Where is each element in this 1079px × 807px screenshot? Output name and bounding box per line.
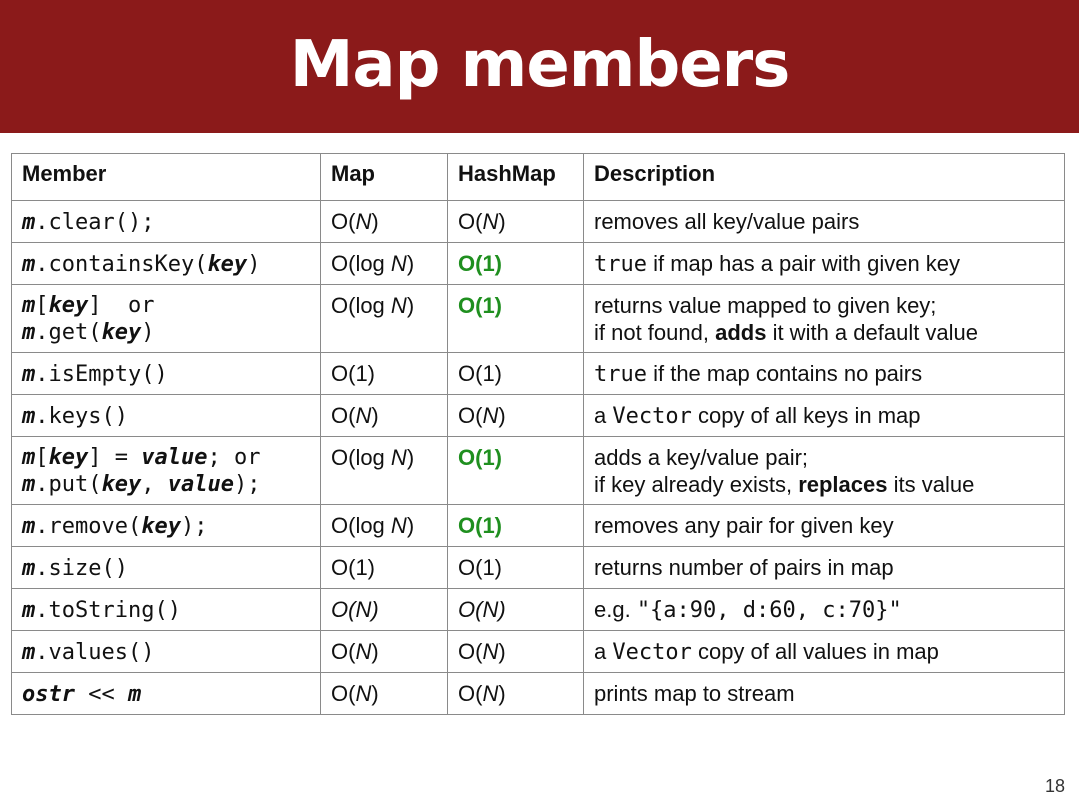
hashmap-complexity: O(1) <box>447 504 584 547</box>
table-row: m.clear(); O(N) O(N) removes all key/val… <box>11 200 1065 243</box>
member-cell: m[key] = value; or m.put(key, value); <box>11 436 321 505</box>
map-complexity: O(log N) <box>320 242 448 285</box>
map-complexity: O(N) <box>320 672 448 715</box>
map-complexity: O(1) <box>320 352 448 395</box>
description-cell: prints map to stream <box>583 672 1065 715</box>
description-cell: returns value mapped to given key; if no… <box>583 284 1065 353</box>
description-cell: e.g. "{a:90, d:60, c:70}" <box>583 588 1065 631</box>
header-hashmap: HashMap <box>447 153 584 201</box>
description-cell: a Vector copy of all values in map <box>583 630 1065 673</box>
member-cell: m.values() <box>11 630 321 673</box>
hashmap-complexity: O(N) <box>447 588 584 631</box>
table-row: m[key] = value; or m.put(key, value); O(… <box>11 436 1065 505</box>
description-cell: returns number of pairs in map <box>583 546 1065 589</box>
hashmap-complexity: O(N) <box>447 630 584 673</box>
description-cell: true if map has a pair with given key <box>583 242 1065 285</box>
page-number: 18 <box>1044 776 1065 796</box>
member-cell: m.size() <box>11 546 321 589</box>
table-row: m.values() O(N) O(N) a Vector copy of al… <box>11 630 1065 673</box>
table-row: m.remove(key); O(log N) O(1) removes any… <box>11 504 1065 547</box>
map-complexity: O(N) <box>320 630 448 673</box>
header-member: Member <box>11 153 321 201</box>
table-row: m.containsKey(key) O(log N) O(1) true if… <box>11 242 1065 285</box>
table-row: ostr << m O(N) O(N) prints map to stream <box>11 672 1065 715</box>
hashmap-complexity: O(N) <box>447 200 584 243</box>
member-cell: m.remove(key); <box>11 504 321 547</box>
description-cell: a Vector copy of all keys in map <box>583 394 1065 437</box>
description-cell: adds a key/value pair; if key already ex… <box>583 436 1065 505</box>
hashmap-complexity: O(1) <box>447 284 584 353</box>
description-cell: removes any pair for given key <box>583 504 1065 547</box>
table-row: m.size() O(1) O(1) returns number of pai… <box>11 546 1065 589</box>
map-complexity: O(log N) <box>320 284 448 353</box>
table-row: m.toString() O(N) O(N) e.g. "{a:90, d:60… <box>11 588 1065 631</box>
hashmap-complexity: O(1) <box>447 242 584 285</box>
hashmap-complexity: O(1) <box>447 352 584 395</box>
member-cell: m.keys() <box>11 394 321 437</box>
map-complexity: O(1) <box>320 546 448 589</box>
table-row: m.isEmpty() O(1) O(1) true if the map co… <box>11 352 1065 395</box>
hashmap-complexity: O(N) <box>447 394 584 437</box>
table-header-row: Member Map HashMap Description <box>11 153 1065 201</box>
member-cell: m.isEmpty() <box>11 352 321 395</box>
slide-title: Map members <box>289 27 791 102</box>
member-cell: m.toString() <box>11 588 321 631</box>
title-bar: Map members <box>0 0 1079 133</box>
map-complexity: O(N) <box>320 200 448 243</box>
map-members-table: Member Map HashMap Description m.clear()… <box>11 153 1065 715</box>
hashmap-complexity: O(N) <box>447 672 584 715</box>
member-cell: m[key] or m.get(key) <box>11 284 321 353</box>
hashmap-complexity: O(1) <box>447 546 584 589</box>
map-complexity: O(log N) <box>320 504 448 547</box>
description-cell: removes all key/value pairs <box>583 200 1065 243</box>
map-complexity: O(N) <box>320 588 448 631</box>
description-cell: true if the map contains no pairs <box>583 352 1065 395</box>
member-cell: m.clear(); <box>11 200 321 243</box>
header-description: Description <box>583 153 1065 201</box>
table-row: m.keys() O(N) O(N) a Vector copy of all … <box>11 394 1065 437</box>
header-map: Map <box>320 153 448 201</box>
map-complexity: O(log N) <box>320 436 448 505</box>
member-cell: m.containsKey(key) <box>11 242 321 285</box>
map-complexity: O(N) <box>320 394 448 437</box>
member-cell: ostr << m <box>11 672 321 715</box>
hashmap-complexity: O(1) <box>447 436 584 505</box>
table-row: m[key] or m.get(key) O(log N) O(1) retur… <box>11 284 1065 353</box>
